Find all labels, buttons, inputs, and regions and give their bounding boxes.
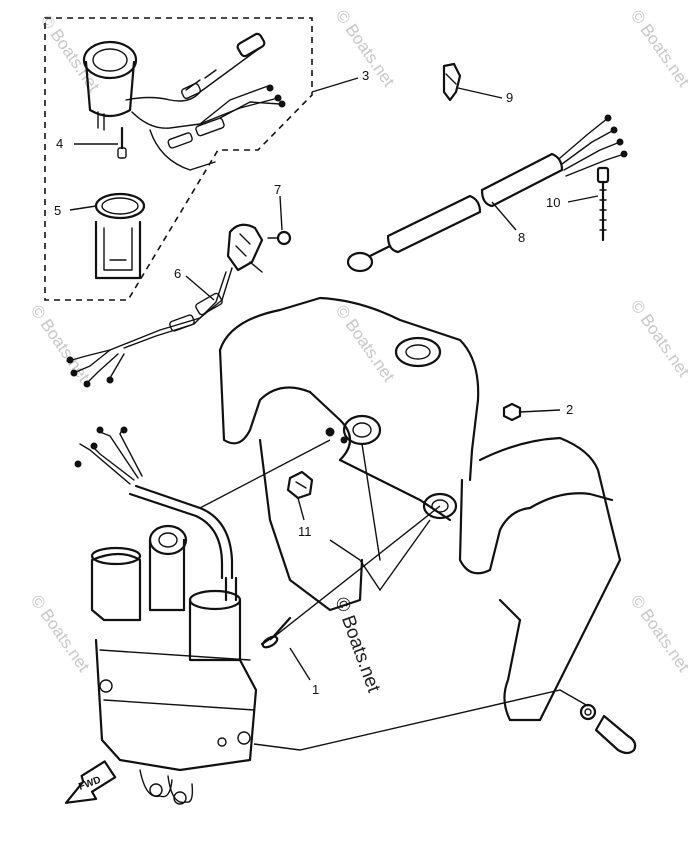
- watermarks: © Boats.net © Boats.net © Boats.net © Bo…: [27, 6, 688, 696]
- callout-7: 7: [274, 182, 281, 197]
- cable-clip-9: [442, 62, 462, 102]
- watermark-low-right: © Boats.net: [627, 591, 688, 675]
- watermark-top-left: © Boats.net: [37, 11, 104, 95]
- extension-harness: [346, 114, 628, 273]
- callout-1: 1: [312, 682, 319, 697]
- callout-5: 5: [54, 203, 61, 218]
- callout-11: 11: [298, 524, 312, 539]
- callout-labels: 1 2 3 4 5 6 7 8 9 10 11: [54, 68, 573, 697]
- meter-mounting-bracket: [94, 192, 146, 280]
- forward-direction-arrow: FWD: [64, 760, 117, 804]
- callout-4: 4: [56, 136, 63, 151]
- power-trim-motor-lead: [74, 426, 234, 580]
- watermark-top-right: © Boats.net: [627, 6, 688, 90]
- watermark-mid-left: © Boats.net: [27, 301, 94, 385]
- trim-meter-gauge: [82, 32, 286, 171]
- callout-3: 3: [362, 68, 369, 83]
- callout-2: 2: [566, 402, 573, 417]
- callout-leaders: [69, 77, 599, 681]
- meter-kit-dashed-boundary: [44, 17, 313, 301]
- trim-sender-harness: [66, 223, 264, 388]
- clip-part-11: [286, 470, 314, 500]
- callout-9: 9: [506, 90, 513, 105]
- screw-part-7: [267, 230, 292, 246]
- watermark-mid-right: © Boats.net: [627, 296, 688, 380]
- bulb-pin: [117, 126, 127, 159]
- watermark-center: © Boats.net: [330, 595, 384, 696]
- screw-part-1: [260, 616, 292, 649]
- callout-8: 8: [518, 230, 525, 245]
- nut-part-2: [502, 402, 522, 422]
- power-trim-tilt-unit: [90, 524, 258, 805]
- cable-tie-10: [596, 166, 610, 242]
- watermark-low-left: © Boats.net: [27, 591, 94, 675]
- callout-6: 6: [174, 266, 181, 281]
- callout-10: 10: [546, 195, 560, 210]
- swivel-bracket-casting: [422, 436, 622, 722]
- tilt-pin-bolt: [579, 703, 637, 755]
- clamp-bracket-casting: [218, 296, 480, 612]
- assembly-lines: [199, 439, 589, 751]
